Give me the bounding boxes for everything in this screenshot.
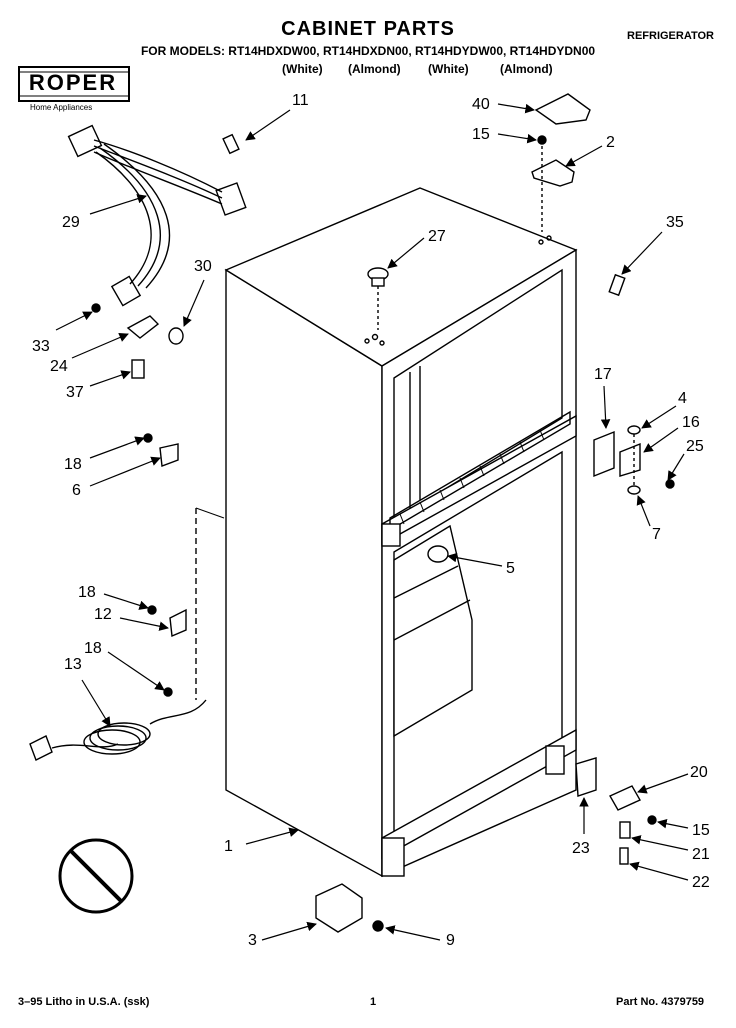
hinge-pin: [222, 133, 240, 155]
screw: [143, 433, 153, 443]
color-label: (White): [282, 62, 323, 76]
color-label: (Almond): [348, 62, 401, 76]
hinge-bracket: [593, 430, 615, 478]
part-number: Part No. 4379759: [616, 996, 705, 1008]
hinge-pin: [619, 821, 631, 839]
callout-37: 37: [66, 384, 84, 401]
screw: [91, 303, 101, 313]
wiring-harness: [67, 124, 247, 307]
hinge-cover: [534, 93, 591, 125]
callout-15: 15: [692, 822, 710, 839]
model-list: FOR MODELS: RT14HDXDW00, RT14HDXDN00, RT…: [140, 44, 596, 58]
brand-name: ROPER: [28, 70, 118, 95]
hinge-shim: [575, 757, 597, 797]
callout-2: 2: [606, 134, 615, 151]
callout-22: 22: [692, 874, 710, 891]
color-label: (Almond): [500, 62, 553, 76]
cabinet-grommet: [427, 545, 449, 563]
callout-29: 29: [62, 214, 80, 231]
screw: [665, 479, 675, 489]
refrigerator-cabinet: [224, 187, 578, 878]
callout-20: 20: [690, 764, 708, 781]
door-stop: [608, 273, 626, 297]
litho-info: 3–95 Litho in U.S.A. (ssk): [18, 996, 150, 1008]
callout-12: 12: [94, 606, 112, 623]
cord-clamp: [169, 608, 187, 638]
callout-25: 25: [686, 438, 704, 455]
bottom-hinge: [609, 785, 641, 811]
callout-5: 5: [506, 560, 515, 577]
callout-33: 33: [32, 338, 50, 355]
r12-refrigerant-symbol: [58, 838, 134, 914]
spacer: [131, 359, 145, 379]
callout-6: 6: [72, 482, 81, 499]
hinge-screw: [537, 135, 547, 145]
hinge-screw: [647, 815, 657, 825]
washer: [627, 425, 641, 435]
callout-13: 13: [64, 656, 82, 673]
screw: [372, 920, 384, 932]
callout-18: 18: [64, 456, 82, 473]
callout-35: 35: [666, 214, 684, 231]
color-label: (White): [428, 62, 469, 76]
center-hinge: [619, 442, 641, 477]
page-number: 1: [370, 996, 377, 1008]
callout-17: 17: [594, 366, 612, 383]
callout-16: 16: [682, 414, 700, 431]
roller-assembly: [315, 883, 363, 933]
callout-40: 40: [472, 96, 490, 113]
clip: [159, 443, 179, 467]
callout-24: 24: [50, 358, 68, 375]
callout-1: 1: [224, 838, 233, 855]
power-cord: [29, 687, 207, 761]
appliance-type: REFRIGERATOR: [627, 30, 714, 42]
callout-21: 21: [692, 846, 710, 863]
screw: [147, 605, 157, 615]
page-title: CABINET PARTS: [281, 18, 455, 40]
brand-tagline: Home Appliances: [30, 103, 93, 112]
callout-18: 18: [78, 584, 96, 601]
callout-4: 4: [678, 390, 687, 407]
leveling-leg: [619, 847, 629, 865]
washer: [627, 485, 641, 495]
top-hinge: [531, 159, 575, 187]
bracket: [126, 315, 160, 339]
callout-30: 30: [194, 258, 212, 275]
callout-3: 3: [248, 932, 257, 949]
callout-18: 18: [84, 640, 102, 657]
grommet: [168, 327, 184, 345]
callout-7: 7: [652, 526, 661, 543]
callout-11: 11: [292, 92, 309, 109]
callout-9: 9: [446, 932, 455, 949]
callout-23: 23: [572, 840, 590, 857]
roper-logo: [18, 64, 130, 114]
callout-15: 15: [472, 126, 490, 143]
callout-27: 27: [428, 228, 446, 245]
